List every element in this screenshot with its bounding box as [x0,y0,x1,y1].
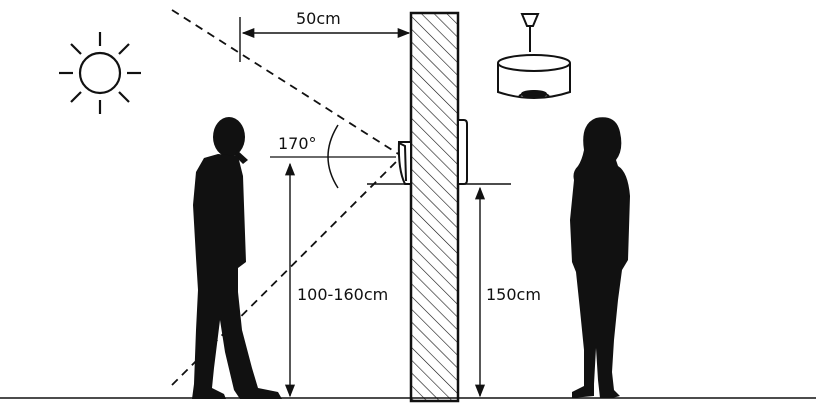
angle-label: 170° [278,134,317,153]
monitor-height-dimension [459,183,511,398]
monitor-height-label: 150cm [486,285,541,304]
camera-height-label: 100-160cm [297,285,388,304]
wall [409,11,460,403]
door-camera-unit [397,141,412,185]
sun-icon [59,32,141,114]
camera-height-dimension [284,162,410,398]
woman-silhouette [570,117,630,398]
distance-dimension [239,17,411,62]
indoor-monitor-unit [457,119,468,185]
distance-label: 50cm [296,9,341,28]
man-silhouette [192,117,282,399]
ceiling-lamp-icon [497,13,571,99]
